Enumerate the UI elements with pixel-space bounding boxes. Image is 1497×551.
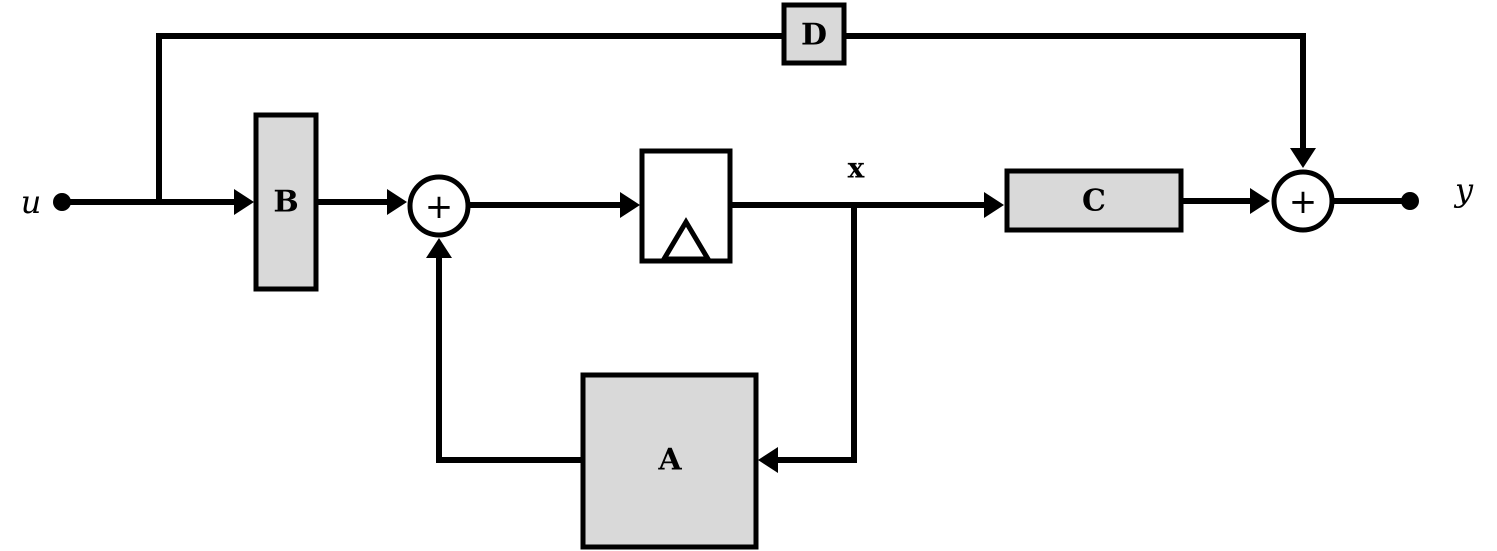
arrowhead-into-delay [620,192,640,218]
arrowhead-into-sum-left [387,189,407,215]
wire-a-to-sum [436,255,585,463]
block-b [253,112,319,292]
input-terminal [53,193,71,211]
arrowhead-into-output-sum-left [1250,188,1270,214]
input-label: u [21,183,42,221]
block-d-label: D [801,18,827,53]
output-label: y [1453,171,1474,209]
block-c-label: C [1082,184,1106,219]
block-a [580,372,759,550]
output-terminal [1401,192,1419,210]
block-c [1004,168,1184,233]
arrowhead-into-b [234,189,254,215]
sum-junction-output [1271,169,1335,233]
arrowhead-into-sum-bottom [426,238,452,258]
sum-junction-output-sign: + [1289,182,1318,222]
block-b-label: B [273,185,298,220]
arrowhead-into-c [984,192,1004,218]
unit-delay-block [639,148,733,264]
wire-d-to-output-sum [843,33,1306,153]
clock-triangle-icon [659,217,713,262]
arrowhead-into-a [758,447,778,473]
arrowhead-into-output-sum-top [1290,148,1316,168]
wire-input-to-d [156,33,785,205]
sum-junction-state [407,174,471,238]
block-a-label: A [657,443,682,478]
sum-junction-state-sign: + [425,187,454,227]
block-d [781,2,847,66]
wire-state-to-a [777,202,857,463]
state-label: x [848,152,865,185]
